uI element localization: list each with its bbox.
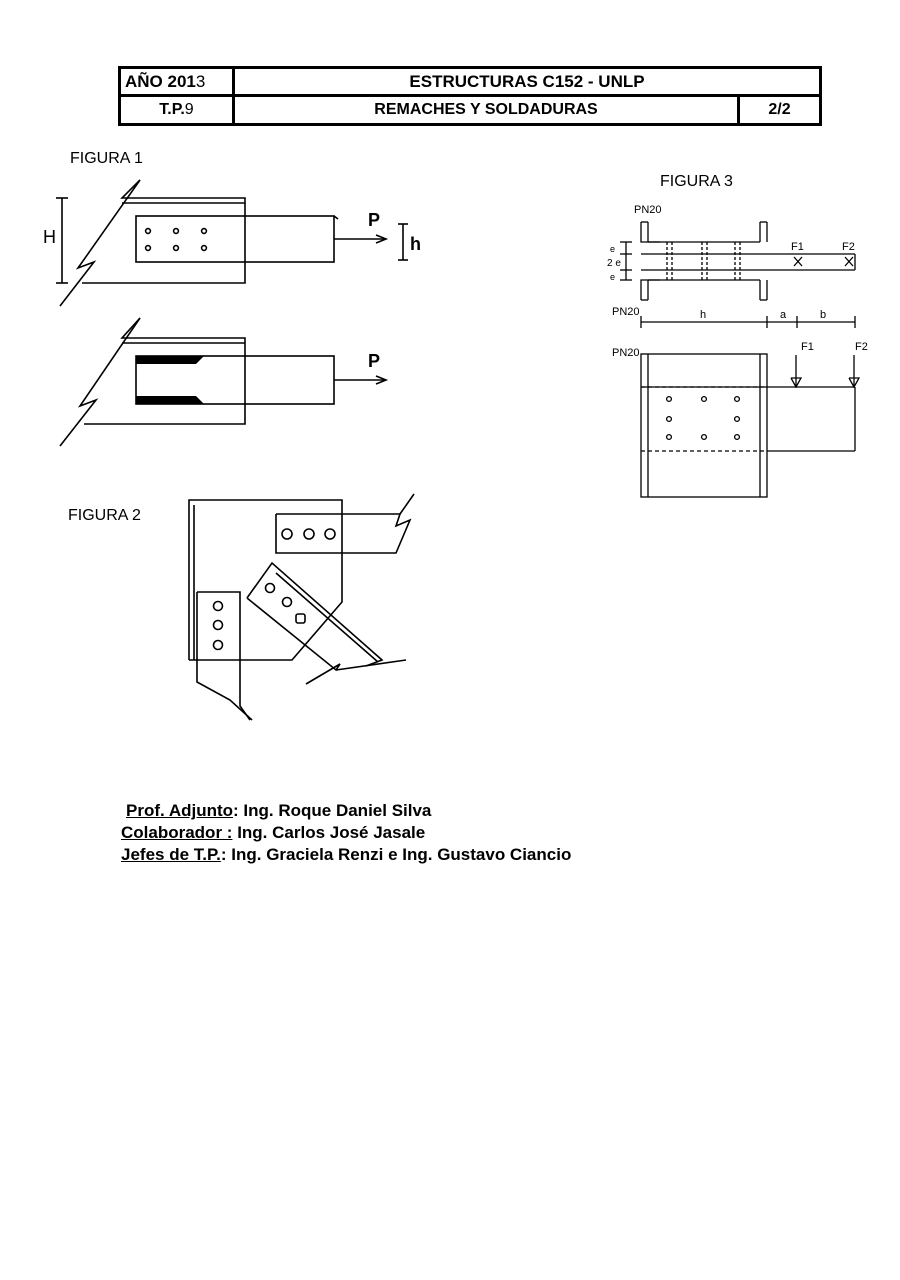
figure-1-title: FIGURA 1: [70, 150, 143, 167]
pn20-top: PN20: [634, 204, 662, 216]
figure-2-title: FIGURA 2: [68, 507, 141, 524]
year-label: AÑO 201: [125, 71, 196, 91]
dim-h: h: [700, 309, 706, 321]
course-title: ESTRUCTURAS C152 - UNLP: [235, 69, 819, 97]
f2-top-label: F2: [842, 241, 855, 253]
f1-top-label: F1: [791, 241, 804, 253]
credit-name: Ing. Graciela Renzi e Ing. Gustavo Cianc…: [231, 845, 572, 864]
f1-bottom-label: F1: [801, 341, 814, 353]
dim-b: b: [820, 309, 826, 321]
dim-e-top: e: [610, 244, 615, 254]
tp-label: T.P.: [159, 101, 185, 118]
fig1-label-P-bottom: P: [368, 351, 380, 371]
figure-3-title: FIGURA 3: [660, 173, 733, 190]
credit-line-2: Colaborador : Ing. Carlos José Jasale: [121, 822, 571, 844]
fig1-label-H: H: [43, 227, 56, 247]
tp-cell: T.P.9: [121, 97, 235, 123]
tp-number: 9: [184, 101, 194, 118]
credit-role: Jefes de T.P.: [121, 845, 221, 864]
credit-role: Colaborador :: [121, 823, 233, 842]
dim-e-bottom: e: [610, 272, 615, 282]
dim-2e: 2 e: [607, 258, 621, 269]
topic-title: REMACHES Y SOLDADURAS: [235, 97, 740, 123]
credit-role: Prof. Adjunto: [126, 801, 234, 820]
fig1-label-h: h: [410, 234, 421, 254]
pn20-mid: PN20: [612, 306, 640, 318]
f2-bottom-label: F2: [855, 341, 868, 353]
credit-line-1: Prof. Adjunto: Ing. Roque Daniel Silva: [121, 800, 571, 822]
year-suffix: 3: [195, 71, 206, 91]
pn20-bottom: PN20: [612, 347, 640, 359]
page-number: 2/2: [768, 101, 791, 118]
credit-sep: :: [220, 845, 232, 864]
dim-a: a: [780, 309, 787, 321]
credit-name: Ing. Roque Daniel Silva: [243, 801, 432, 820]
fig1-label-P-top: P: [368, 210, 380, 230]
credit-name: Ing. Carlos José Jasale: [237, 823, 426, 842]
credits-block: Prof. Adjunto: Ing. Roque Daniel Silva C…: [121, 800, 571, 866]
credit-sep: :: [233, 801, 244, 820]
credit-line-3: Jefes de T.P.: Ing. Graciela Renzi e Ing…: [121, 844, 571, 866]
